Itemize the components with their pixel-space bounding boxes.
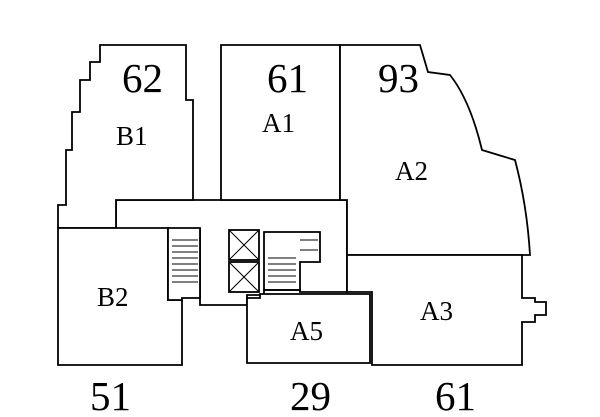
unit-b2-label: B2	[97, 282, 129, 312]
unit-b1-area: 62	[122, 55, 163, 101]
unit-a3-area: 61	[435, 373, 476, 417]
unit-b2-area: 51	[90, 373, 131, 417]
stair-right	[263, 231, 321, 291]
unit-a1-area: 61	[267, 55, 308, 101]
unit-a3-outline[interactable]	[346, 254, 547, 366]
unit-b1-label: B1	[116, 121, 148, 151]
unit-a1-label: A1	[262, 108, 295, 138]
unit-a2-outline[interactable]	[339, 44, 531, 256]
unit-a5-label: A5	[290, 316, 323, 346]
stair-left	[167, 227, 201, 301]
unit-b1-outline[interactable]	[57, 44, 194, 229]
unit-a3-label: A3	[420, 296, 453, 326]
unit-a5-area: 29	[290, 373, 331, 417]
unit-a2-area: 93	[378, 55, 419, 101]
unit-a5-outline[interactable]	[246, 293, 371, 364]
corridor-outline	[199, 289, 348, 306]
elevator-shafts	[228, 229, 260, 293]
unit-a2-label: A2	[395, 156, 428, 186]
